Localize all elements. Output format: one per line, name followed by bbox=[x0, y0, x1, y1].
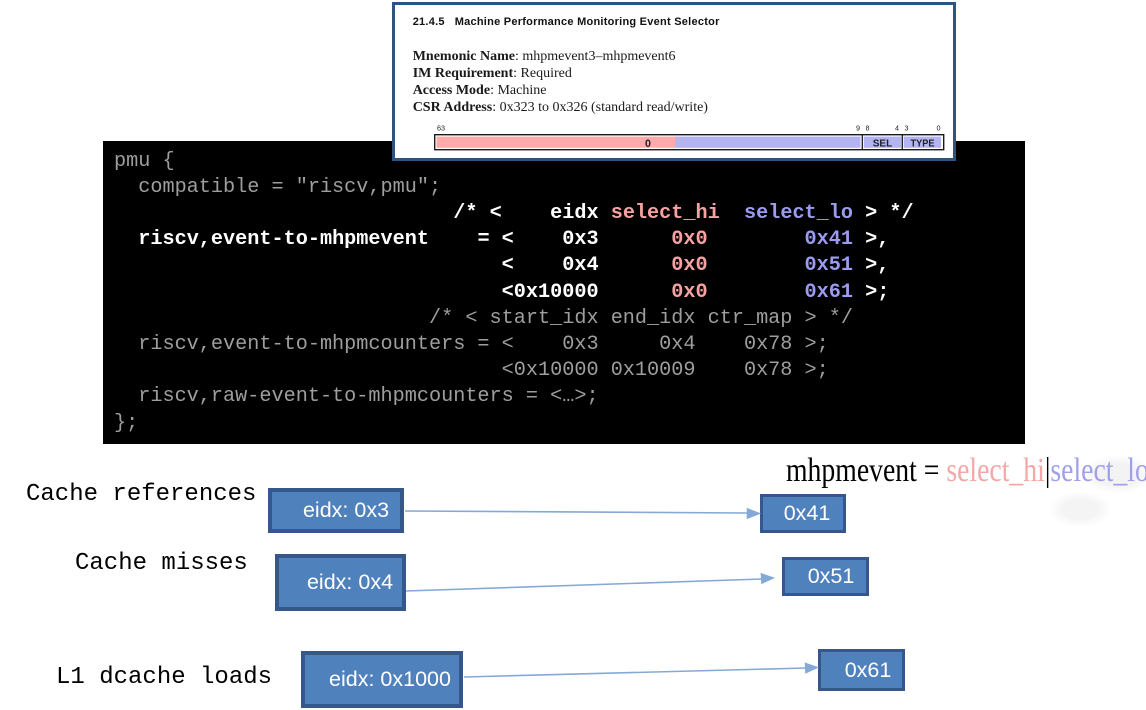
svg-text:TYPE: TYPE bbox=[911, 138, 935, 149]
svg-text:9: 9 bbox=[856, 123, 860, 132]
svg-text:63: 63 bbox=[437, 123, 445, 132]
svg-text:3: 3 bbox=[905, 123, 909, 132]
svg-text:SEL: SEL bbox=[873, 138, 893, 149]
svg-text:0: 0 bbox=[937, 123, 941, 132]
svg-text:0: 0 bbox=[645, 138, 651, 150]
svg-text:8: 8 bbox=[866, 123, 870, 132]
svg-text:4: 4 bbox=[895, 123, 899, 132]
